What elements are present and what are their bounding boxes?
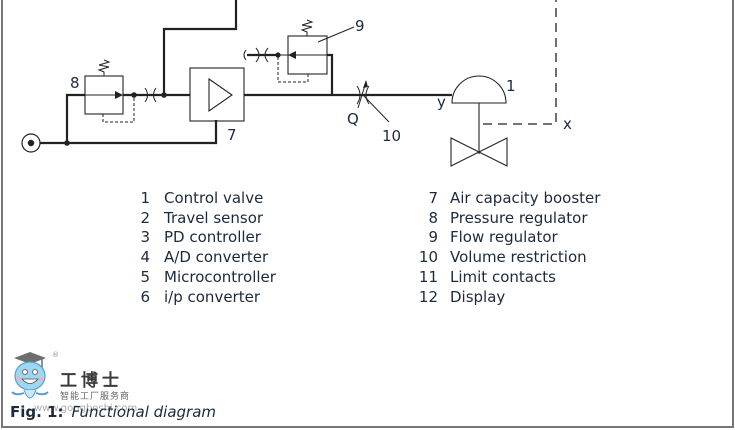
legend-label: i/p converter: [164, 287, 260, 306]
air-capacity-booster-symbol: [189, 67, 245, 122]
legend-number: 12: [418, 287, 438, 306]
legend-item: 2 Travel sensor: [138, 209, 276, 229]
legend-item: 9 Flow regulator: [412, 228, 600, 248]
pressure-regulator-symbol: [84, 59, 135, 123]
legend-label: Air capacity booster: [450, 189, 601, 207]
legend-label: A/D converter: [164, 248, 269, 267]
legend-right-column: 7 Air capacity booster 8 Pressure regulato…: [412, 189, 601, 308]
supply-port-icon: [21, 133, 41, 153]
registered-mark: ®: [52, 351, 59, 359]
legend-item: 6 i/p converter: [138, 288, 276, 308]
legend-item: 4 A/D converter: [138, 248, 276, 268]
legend-item: 12 Display: [412, 288, 600, 308]
legend-number: 3: [140, 228, 150, 247]
frame-left-border: [1, 0, 3, 428]
legend-label: Travel sensor: [164, 208, 264, 227]
diagram-text-labels: 8 7 9 10 Q y 1 x: [70, 17, 572, 145]
output-line: [244, 53, 452, 97]
legend-label: Limit contacts: [450, 267, 556, 286]
legend-label: Pressure regulator: [450, 208, 588, 227]
junction-dot: [275, 52, 281, 58]
watermark-url: www.gongboshi.com: [34, 403, 138, 414]
legend-number: 1: [140, 189, 150, 207]
legend-number: 10: [418, 248, 438, 267]
legend-item: 11 Limit contacts: [412, 268, 600, 288]
legend-number: 2: [140, 208, 150, 227]
label-x: x: [563, 115, 572, 133]
legend-number: 4: [140, 248, 150, 267]
booster-inlet-line: [123, 0, 238, 97]
watermark-logo: ®: [11, 351, 59, 399]
label-9: 9: [355, 17, 365, 35]
feedback-dashed-line: [483, 0, 557, 125]
label-10: 10: [382, 127, 401, 145]
legend-label: Display: [450, 287, 506, 306]
restriction-icon: [144, 87, 157, 103]
figure-caption: Fig. 1: Functional diagram: [10, 403, 216, 421]
legend-item: 5 Microcontroller: [138, 267, 276, 288]
caption-prefix: Fig. 1:: [10, 403, 64, 421]
legend-item: 3 PD controller: [138, 228, 276, 248]
caption-title: Functional diagram: [71, 403, 216, 421]
legend-number: 5: [140, 267, 150, 286]
volume-restriction-symbol: [356, 80, 390, 123]
mascot-icon: [11, 352, 49, 399]
legend-label: PD controller: [164, 228, 261, 247]
legend-item: 8 Pressure regulator: [412, 209, 600, 229]
frame-bottom-border: [1, 426, 734, 428]
label-1: 1: [506, 77, 516, 95]
legend-label: Flow regulator: [450, 228, 558, 247]
flow-regulator-symbol: [243, 19, 355, 83]
label-y: y: [437, 93, 446, 111]
legend-label: Volume restriction: [450, 248, 587, 267]
legend-number: 6: [140, 287, 150, 306]
control-valve-symbol: [450, 75, 508, 167]
junction-dot: [64, 140, 70, 146]
legend-number: 8: [428, 208, 438, 227]
legend-number: 7: [428, 189, 438, 207]
junction-dot: [161, 92, 167, 98]
junction-dot: [131, 92, 137, 98]
label-q: Q: [347, 110, 359, 128]
watermark-tagline: 智能工厂服务商: [60, 392, 131, 402]
legend-item: 1 Control valve: [138, 189, 276, 209]
legend-number: 9: [428, 228, 438, 247]
legend-item: 7 Air capacity booster: [412, 189, 600, 209]
frame-right-border: [732, 0, 734, 428]
legend-item: 10 Volume restriction: [412, 248, 600, 268]
supply-line: [40, 93, 218, 145]
label-7: 7: [227, 126, 237, 144]
legend-number: 11: [418, 267, 438, 286]
legend-left-column: 1 Control valve 2 Travel sensor 3 PD contro…: [138, 189, 276, 308]
legend-label: Microcontroller: [164, 267, 276, 286]
legend-label: Control valve: [164, 189, 264, 207]
watermark-brand: 工博士: [60, 371, 123, 391]
label-8: 8: [70, 74, 80, 92]
